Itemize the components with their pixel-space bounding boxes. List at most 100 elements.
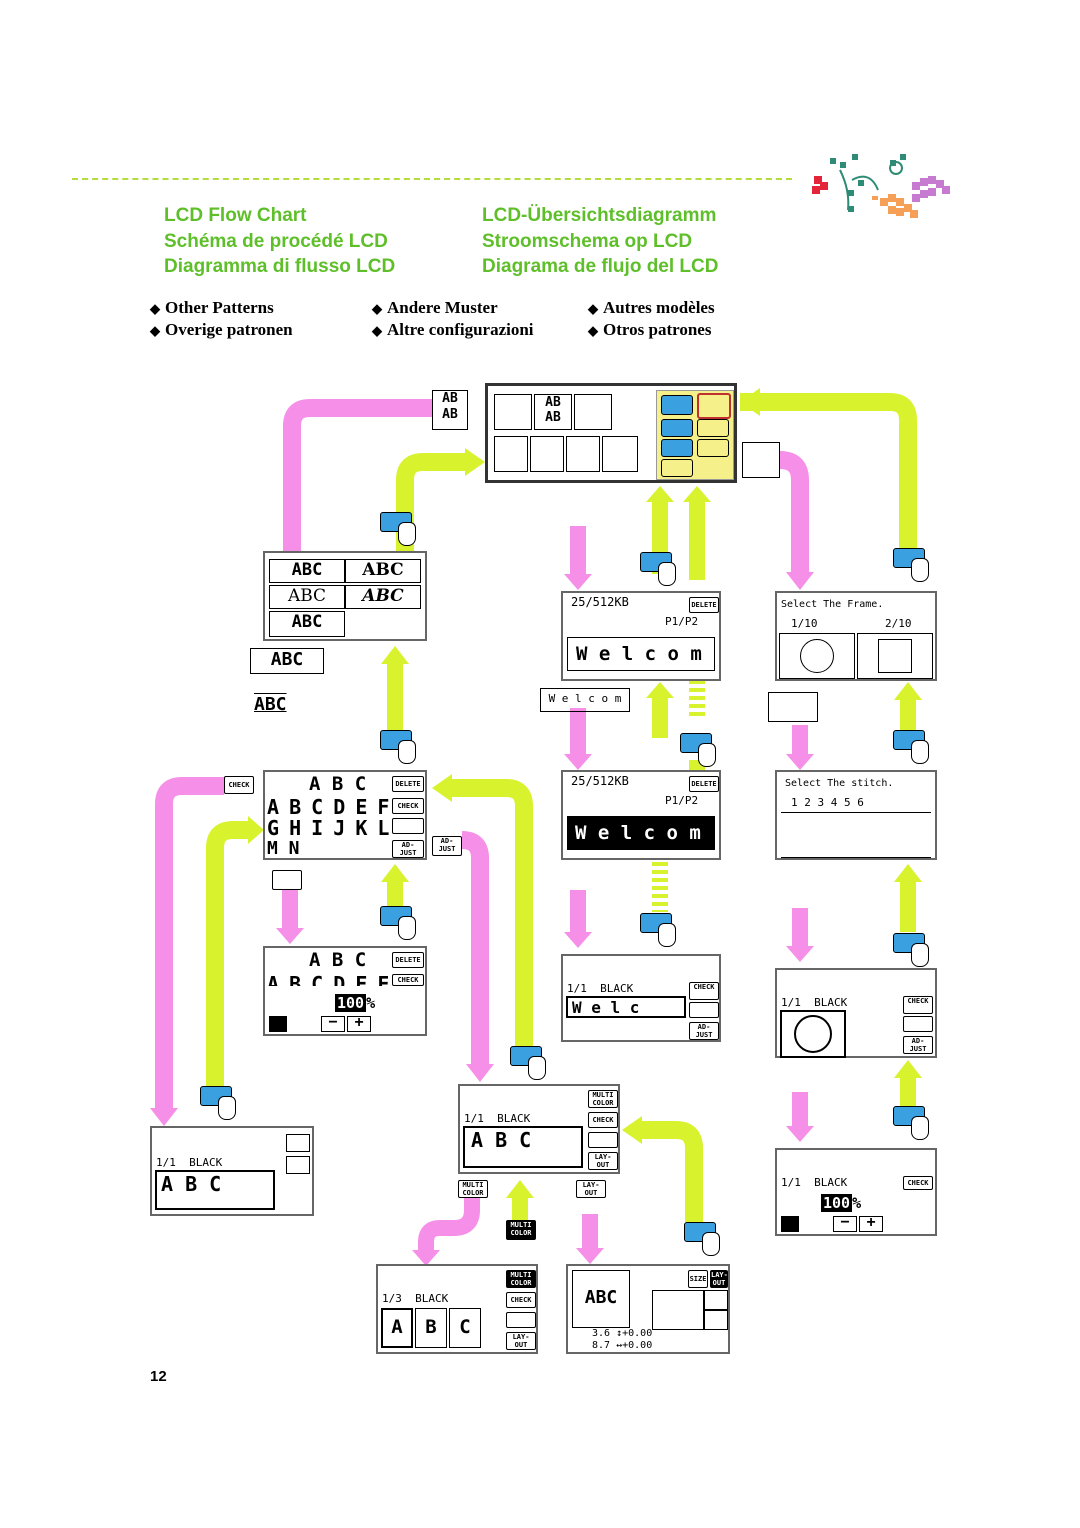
- help-icon[interactable]: [697, 439, 729, 457]
- usb-icon[interactable]: [566, 436, 600, 472]
- multicolor-key-outside[interactable]: MULTI COLOR: [458, 1180, 488, 1198]
- percent-sign: %: [366, 994, 376, 1012]
- font-option-1[interactable]: ABC: [269, 559, 345, 583]
- mc-multicolor-key[interactable]: MULTI COLOR: [506, 1270, 536, 1288]
- adjust-key[interactable]: AD- JUST: [392, 840, 424, 858]
- manual-icon[interactable]: [697, 419, 729, 437]
- abc-check-screen: 1/1 BLACK A B C: [150, 1126, 314, 1216]
- check-key-outside[interactable]: CHECK: [224, 776, 254, 794]
- mc-letter-c[interactable]: C: [449, 1308, 481, 1348]
- bullet-list: ◆Other Patterns ◆Andere Muster ◆Autres m…: [150, 297, 770, 341]
- circle-frame-key[interactable]: [768, 692, 818, 722]
- layout-arrow-pad[interactable]: [652, 1290, 704, 1330]
- multicolor-key-active[interactable]: MULTI COLOR: [506, 1220, 536, 1240]
- check-key[interactable]: CHECK: [392, 798, 424, 814]
- fd-minus-button[interactable]: −: [833, 1215, 857, 1232]
- copy-icon[interactable]: [494, 436, 528, 472]
- layout-layout-key[interactable]: LAY- OUT: [710, 1270, 728, 1288]
- layout-rotate-icon[interactable]: [704, 1290, 728, 1310]
- edit-needle-key[interactable]: [588, 1132, 618, 1148]
- layout-key-outside[interactable]: LAY- OUT: [576, 1180, 606, 1198]
- mc-needle-key[interactable]: [506, 1312, 536, 1328]
- bullet-otros-patrones: ◆Otros patrones: [588, 320, 712, 339]
- frame-preview: [780, 1010, 846, 1058]
- frame-check-key[interactable]: CHECK: [903, 996, 933, 1014]
- layout-size-key[interactable]: SIZE: [688, 1270, 708, 1288]
- back-icon[interactable]: [661, 395, 693, 415]
- mc-letter-b[interactable]: B: [415, 1308, 447, 1348]
- mc-layout-key[interactable]: LAY- OUT: [506, 1332, 536, 1350]
- adjust-key-outside[interactable]: AD- JUST: [432, 836, 462, 856]
- left-arrow-button[interactable]: [286, 1134, 310, 1152]
- embroidery-pattern-icon[interactable]: [494, 394, 532, 430]
- square-frame-option[interactable]: [857, 633, 933, 679]
- char-row-2[interactable]: G H I J K L: [267, 816, 389, 840]
- letter-keys[interactable]: ABC: [254, 694, 287, 715]
- font-abc-key[interactable]: ABC: [250, 648, 324, 674]
- stitch-density-key[interactable]: [392, 818, 424, 834]
- heading-nl: Stroomschema op LCD: [482, 230, 693, 252]
- fd-plus-button[interactable]: +: [859, 1215, 883, 1232]
- edit-layout-key[interactable]: LAY- OUT: [588, 1152, 618, 1170]
- fd-check-key[interactable]: CHECK: [903, 1176, 933, 1190]
- multicolor-screen: 1/3 BLACK A B C MULTI COLOR CHECK LAY- O…: [376, 1264, 538, 1354]
- mc-check-key[interactable]: CHECK: [506, 1292, 536, 1308]
- welcome-delete-key-2[interactable]: DELETE: [689, 776, 719, 792]
- circle-frame-option[interactable]: [779, 633, 855, 679]
- font-option-2[interactable]: ABC: [345, 559, 421, 583]
- fd-color-index: 1/1: [781, 1176, 801, 1189]
- frame-key[interactable]: [742, 442, 780, 478]
- layout-width-readout: 8.7 ↔+0.00: [592, 1340, 653, 1351]
- pointing-hand-icon: [398, 740, 416, 764]
- char-row-3[interactable]: M N: [267, 838, 300, 859]
- plus-button[interactable]: +: [347, 1015, 371, 1032]
- mc-letter-a[interactable]: A: [381, 1308, 413, 1348]
- bullet-label: Other Patterns: [165, 298, 274, 317]
- char-row-1[interactable]: A B C D E F: [267, 795, 389, 819]
- trim-icon[interactable]: [269, 1016, 287, 1032]
- layout-mirror-icon[interactable]: [704, 1310, 728, 1330]
- welc-check-key[interactable]: CHECK: [689, 982, 719, 1000]
- fd-pct-sign: %: [852, 1194, 862, 1212]
- edit-multicolor-key[interactable]: MULTI COLOR: [588, 1090, 618, 1108]
- stitch-numbers: 1 2 3 4 5 6: [791, 796, 864, 809]
- welc-screen: 1/1 BLACK W e l c CHECK AD- JUST: [561, 954, 721, 1042]
- page-label-2: P1/P2: [665, 794, 699, 807]
- welcome-delete-key[interactable]: DELETE: [689, 597, 719, 613]
- frame-adjust-key[interactable]: AD- JUST: [903, 1036, 933, 1054]
- welc-adjust-key[interactable]: AD- JUST: [689, 1022, 719, 1040]
- density-char-row: A B C D E F: [267, 972, 389, 986]
- frame-pattern-icon[interactable]: [574, 394, 612, 430]
- right-arrow-button[interactable]: [286, 1156, 310, 1174]
- frame-density-key[interactable]: [903, 1016, 933, 1032]
- fd-trim-icon[interactable]: [781, 1216, 799, 1232]
- density-delete-key[interactable]: DELETE: [392, 952, 424, 968]
- exit-icon[interactable]: [602, 436, 638, 472]
- stitch-option-row[interactable]: [781, 812, 931, 858]
- density-key-outside[interactable]: [272, 870, 302, 890]
- font-option-3[interactable]: ABC: [269, 585, 345, 609]
- frame-preview-screen: 1/1 BLACK CHECK AD- JUST: [775, 968, 937, 1058]
- mc-color-index: 1/3: [382, 1292, 402, 1305]
- prev-icon[interactable]: [661, 419, 693, 437]
- density-check-key[interactable]: CHECK: [392, 974, 424, 986]
- pointing-hand-icon: [911, 740, 929, 764]
- frame-page-1: 1/10: [791, 617, 818, 630]
- delete-key[interactable]: DELETE: [392, 776, 424, 792]
- stitch-icon[interactable]: [697, 393, 731, 419]
- frame-page-2: 2/10: [885, 617, 912, 630]
- edit-check-key[interactable]: CHECK: [588, 1112, 618, 1128]
- welc-density-key[interactable]: [689, 1002, 719, 1018]
- stitch-select-screen: Select The stitch. 1 2 3 4 5 6: [775, 770, 937, 860]
- minus-button[interactable]: −: [321, 1015, 345, 1032]
- welcome-key[interactable]: W e l c o m: [540, 688, 630, 712]
- pocket-memory-icon[interactable]: [530, 436, 564, 472]
- frame-density-screen: 1/1 BLACK CHECK 100% − +: [775, 1148, 937, 1236]
- font-option-4[interactable]: ABC: [345, 585, 421, 609]
- next-icon[interactable]: [661, 439, 693, 457]
- save-icon[interactable]: [661, 459, 693, 477]
- fd-value: 100: [821, 1194, 853, 1212]
- font-option-5[interactable]: ABC: [269, 611, 345, 637]
